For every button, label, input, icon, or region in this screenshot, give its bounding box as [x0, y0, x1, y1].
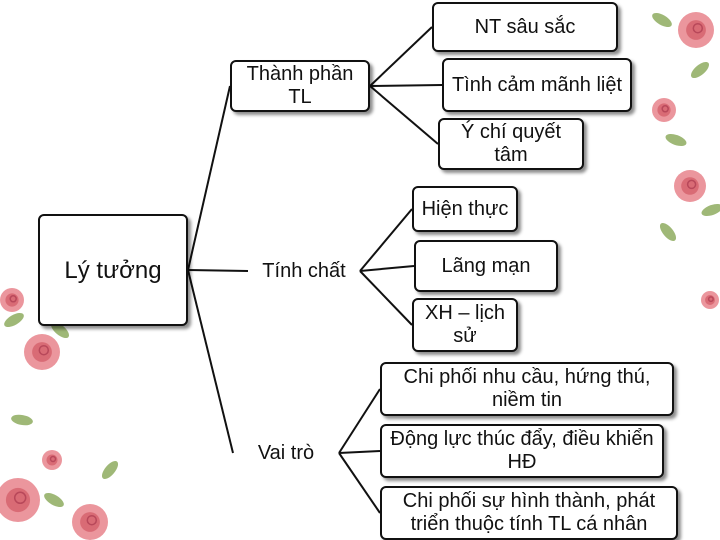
leaf-node-xh-lich-su: XH – lịch sử [412, 298, 518, 352]
connector-thanh-phan-to-y-chi [369, 85, 439, 145]
leaf-node-tinh-cam: Tình cảm mãnh liệt [442, 58, 632, 112]
leaf-node-y-chi: Ý chí quyết tâm [438, 118, 584, 170]
rose-icon [701, 291, 719, 309]
rose-icon [0, 478, 40, 522]
branch-node-thanh-phan: Thành phần TL [230, 60, 370, 112]
branch-node-vai-tro: Vai trò [257, 441, 315, 464]
connector-tinh-chat-to-xh [359, 270, 413, 326]
leaf-icon [665, 133, 687, 147]
connector-root-to-thanh-phan [187, 85, 231, 271]
connector-tinh-chat-to-hien-thuc [359, 208, 413, 272]
rose-icon [42, 450, 62, 470]
connector-vai-tro-to-dong-luc [338, 450, 381, 454]
leaf-node-chi-phoi-nhu-cau: Chi phối nhu cầu, hứng thú, niềm tin [380, 362, 674, 416]
rose-icon [652, 98, 676, 122]
connector-thanh-phan-to-nt [369, 26, 433, 87]
rose-icon [678, 12, 714, 48]
leaf-icon [701, 203, 720, 217]
rose-icon [24, 334, 60, 370]
leaf-node-dong-luc: Động lực thúc đẩy, điều khiển HĐ [380, 424, 664, 478]
connector-tinh-chat-to-lang-man [359, 265, 415, 272]
leaf-node-lang-man: Lãng mạn [414, 240, 558, 292]
leaf-node-chi-phoi-su-hinh-thanh: Chi phối sự hình thành, phát triển thuộc… [380, 486, 678, 540]
rose-icon [674, 170, 706, 202]
rose-icon [72, 504, 108, 540]
leaf-icon [659, 222, 677, 242]
rose-icon [0, 288, 24, 312]
connector-vai-tro-to-chi-phoi [338, 388, 381, 454]
leaf-icon [652, 13, 672, 27]
leaf-icon [4, 313, 24, 327]
root-node: Lý tưởng [38, 214, 188, 326]
leaf-icon [101, 460, 119, 480]
leaf-icon [44, 493, 64, 507]
connector-thanh-phan-to-tinh-cam [369, 84, 443, 87]
leaf-node-nt-sau-sac: NT sâu sắc [432, 2, 618, 52]
connector-root-to-tinh-chat [187, 269, 249, 272]
leaf-icon [690, 61, 710, 79]
leaf-icon [11, 414, 33, 426]
connector-vai-tro-to-hinh-thanh [338, 452, 381, 514]
connector-root-to-vai-tro [187, 269, 234, 454]
leaf-node-hien-thuc: Hiện thực [412, 186, 518, 232]
branch-node-tinh-chat: Tính chất [262, 259, 346, 282]
